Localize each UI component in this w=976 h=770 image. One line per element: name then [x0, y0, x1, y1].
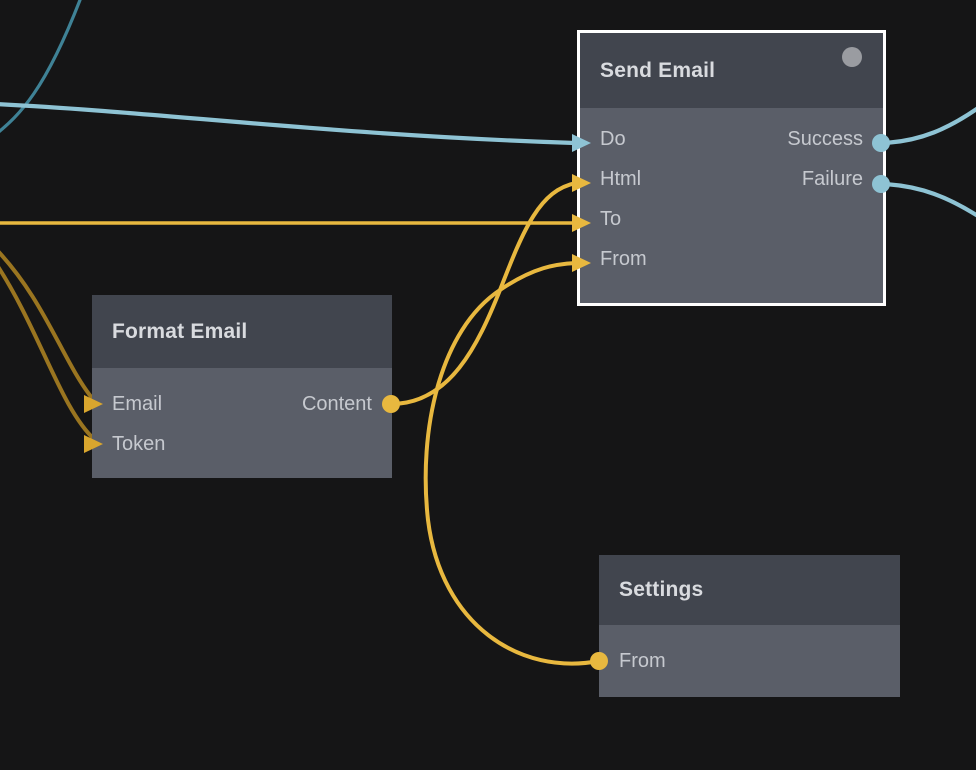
port-label-content: Content: [301, 392, 372, 415]
node-header-format-email[interactable]: Format Email: [92, 295, 392, 368]
node-settings[interactable]: Settings From: [599, 555, 900, 697]
wire-data-offscreen-to-token: [0, 266, 102, 446]
port-row-email[interactable]: Email Content: [92, 384, 392, 424]
node-send-email[interactable]: Send Email Do Success Html Failure To Fr…: [577, 30, 886, 306]
wire-data-content-to-html: [389, 181, 578, 406]
node-frame: Settings From: [599, 555, 900, 697]
wire-data-offscreen-to-email: [0, 250, 102, 406]
wire-data-settings-to-from: [423, 261, 601, 666]
status-indicator-dot[interactable]: [842, 47, 862, 67]
port-label-email: Email: [112, 392, 163, 415]
node-body-send-email: Do Success Html Failure To From: [580, 108, 883, 303]
port-label-from: From: [600, 247, 647, 270]
node-body-format-email: Email Content Token: [92, 368, 392, 478]
node-format-email[interactable]: Format Email Email Content Token: [92, 295, 392, 478]
node-frame: Format Email Email Content Token: [92, 295, 392, 478]
port-label-settings-from: From: [619, 649, 666, 672]
port-row-to[interactable]: To: [580, 199, 883, 239]
wire-exec-failure-out: [878, 181, 976, 218]
node-title: Send Email: [600, 58, 716, 82]
port-label-token: Token: [112, 432, 166, 455]
port-label-do: Do: [600, 127, 626, 150]
node-body-settings: From: [599, 625, 900, 697]
port-row-settings-from[interactable]: From: [599, 641, 900, 681]
node-header-send-email[interactable]: Send Email: [580, 33, 883, 108]
port-label-html: Html: [600, 167, 642, 190]
port-label-success: Success: [787, 127, 863, 150]
wire-exec-offscreen-up: [0, 0, 82, 133]
port-row-html[interactable]: Html Failure: [580, 159, 883, 199]
port-row-from[interactable]: From: [580, 239, 883, 279]
port-label-to: To: [600, 207, 622, 230]
node-header-settings[interactable]: Settings: [599, 555, 900, 625]
port-label-failure: Failure: [801, 167, 863, 190]
wire-exec-success-out: [878, 106, 976, 146]
node-frame: Send Email Do Success Html Failure To Fr…: [577, 30, 886, 306]
node-title: Settings: [619, 578, 704, 601]
node-title: Format Email: [112, 319, 248, 343]
port-row-do[interactable]: Do Success: [580, 119, 883, 159]
wire-exec-offscreen-to-do: [0, 102, 578, 146]
port-row-token[interactable]: Token: [92, 424, 392, 464]
